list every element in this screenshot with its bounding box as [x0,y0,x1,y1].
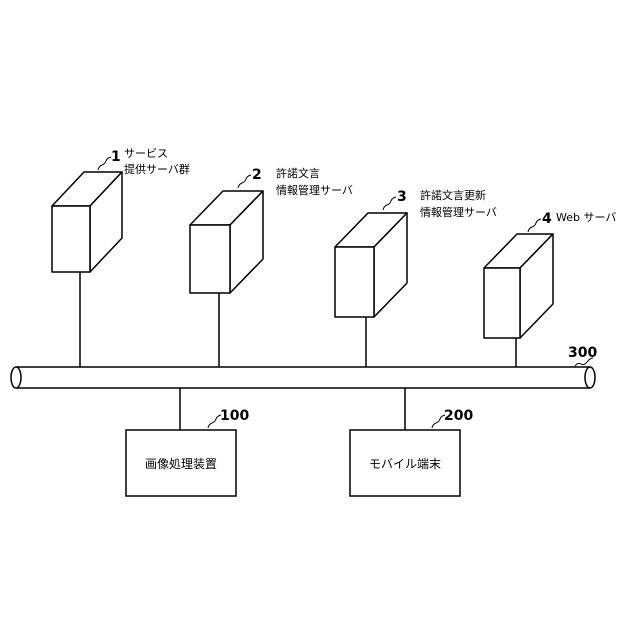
server-connectors [80,272,516,367]
client-100-ref: 100 [220,408,249,424]
server-2-label-line-2: 情報管理サーバ [276,183,353,197]
server-4-ref-leader [528,219,541,232]
server-3-label-line-2: 情報管理サーバ [420,205,497,219]
server-2-ref-leader [238,175,251,188]
client-connectors [180,388,405,430]
server-1-ref-leader [98,157,111,170]
server-3 [335,213,407,317]
network-bus [11,367,595,388]
server-3-ref: 3 [397,189,407,205]
server-2-ref: 2 [252,167,262,183]
server-1-ref: 1 [111,149,121,165]
server-2-label-line-1: 許諾文言 [276,166,320,180]
server-2 [190,191,263,293]
client-200-label: モバイル端末 [369,457,441,471]
client-200-ref: 200 [444,408,473,424]
client-100-label: 画像処理装置 [145,457,217,471]
network-ref: 300 [568,345,597,361]
server-1-label-line-1: サービス [124,147,168,160]
server-1 [52,172,122,272]
server-3-label-line-1: 許諾文言更新 [420,188,486,202]
server-4-label: Web サーバ [556,211,616,224]
server-4-ref: 4 [542,211,552,227]
server-3-ref-leader [383,197,396,210]
server-1-label-line-2: 提供サーバ群 [124,162,190,176]
server-4 [484,234,553,338]
